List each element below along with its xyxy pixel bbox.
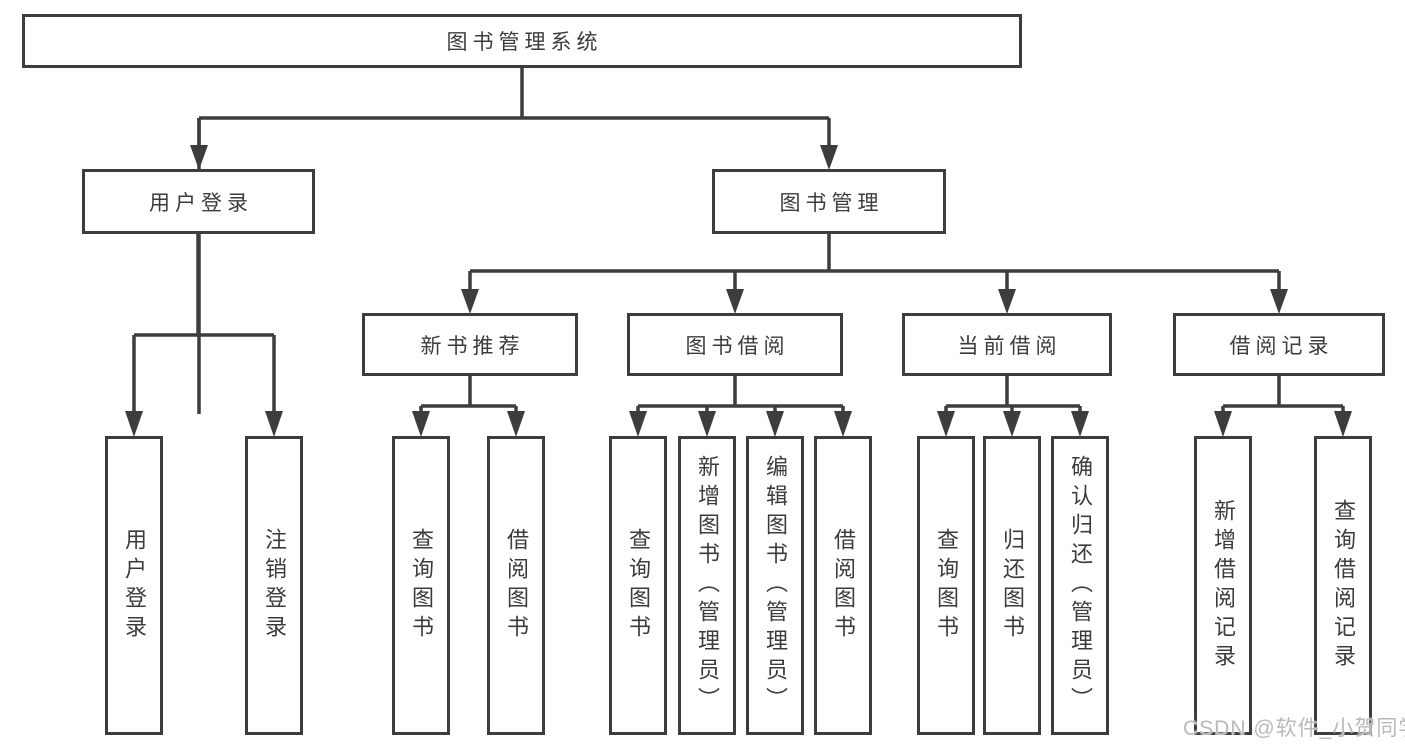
arrow-to-leaf-edit-book bbox=[766, 411, 784, 437]
node-label: 图书借阅 bbox=[685, 334, 790, 358]
arrow-to-book-management bbox=[820, 145, 838, 170]
node-label: 当前借阅 bbox=[957, 334, 1062, 358]
arrow-to-book-borrow bbox=[726, 289, 744, 314]
node-label: 借阅图书 bbox=[504, 527, 529, 644]
node-library-management-system: 图书管理系统 bbox=[22, 14, 1022, 68]
node-current-borrow: 当前借阅 bbox=[902, 313, 1112, 376]
node-label: 借阅记录 bbox=[1229, 334, 1334, 358]
arrow-to-leaf-borrow-2 bbox=[834, 411, 852, 437]
leaf-user-login: 用户登录 bbox=[105, 436, 163, 735]
node-label: 查询借阅记录 bbox=[1331, 498, 1356, 673]
arrow-to-leaf-borrow-1 bbox=[507, 411, 525, 437]
node-label: 新增图书（管理员） bbox=[695, 455, 720, 716]
node-label: 查询图书 bbox=[626, 527, 651, 644]
node-label: 用户登录 bbox=[149, 191, 253, 215]
leaf-edit-book-admin: 编辑图书（管理员） bbox=[746, 436, 804, 735]
leaf-logout-login: 注销登录 bbox=[245, 436, 303, 735]
arrow-to-leaf-add-book bbox=[698, 411, 716, 437]
node-label: 新书推荐 bbox=[420, 334, 525, 358]
connector-lines bbox=[132, 68, 1345, 414]
node-user-login: 用户登录 bbox=[82, 169, 315, 234]
arrow-to-current-borrow bbox=[998, 289, 1016, 314]
arrow-to-leaf-query-record bbox=[1334, 411, 1352, 437]
arrow-to-leaf-user-login bbox=[125, 411, 143, 437]
leaf-query-books-recommend: 查询图书 bbox=[392, 436, 450, 735]
leaf-query-borrow-record: 查询借阅记录 bbox=[1314, 436, 1372, 735]
leaf-return-book: 归还图书 bbox=[983, 436, 1041, 735]
arrow-to-leaf-query-1 bbox=[412, 411, 430, 437]
node-label: 注销登录 bbox=[262, 527, 287, 644]
node-label: 查询图书 bbox=[934, 527, 959, 644]
connector-arrowheads bbox=[125, 145, 1352, 437]
leaf-query-books-borrow: 查询图书 bbox=[609, 436, 667, 735]
leaf-borrow-books: 借阅图书 bbox=[814, 436, 872, 735]
node-label: 归还图书 bbox=[1000, 527, 1025, 644]
arrow-to-user-login bbox=[190, 145, 208, 170]
node-book-borrow: 图书借阅 bbox=[627, 313, 843, 376]
arrow-to-leaf-query-3 bbox=[937, 411, 955, 437]
node-label: 用户登录 bbox=[122, 527, 147, 644]
node-label: 图书管理系统 bbox=[446, 31, 603, 54]
arrow-to-borrow-records bbox=[1270, 289, 1288, 314]
leaf-confirm-return-admin: 确认归还（管理员） bbox=[1051, 436, 1109, 735]
connector-userlogin-to-leaves bbox=[132, 234, 276, 412]
leaf-borrow-books-recommend: 借阅图书 bbox=[487, 436, 545, 735]
connector-root-to-level2 bbox=[197, 68, 831, 414]
connector-records-to-leaves bbox=[1221, 376, 1345, 412]
node-label: 确认归还（管理员） bbox=[1068, 455, 1093, 716]
leaf-add-borrow-record: 新增借阅记录 bbox=[1194, 436, 1252, 735]
arrow-to-leaf-query-2 bbox=[629, 411, 647, 437]
arrow-to-new-book bbox=[461, 289, 479, 314]
csdn-watermark: CSDN @软件_小贺同学 bbox=[1183, 717, 1405, 740]
node-label: 图书管理 bbox=[779, 191, 884, 215]
connector-newbook-to-leaves bbox=[419, 376, 518, 412]
node-new-book-recommend: 新书推荐 bbox=[362, 313, 578, 376]
arrow-to-leaf-add-record bbox=[1214, 411, 1232, 437]
node-label: 新增借阅记录 bbox=[1211, 498, 1236, 673]
leaf-query-books-current: 查询图书 bbox=[917, 436, 975, 735]
arrow-to-leaf-return bbox=[1003, 411, 1021, 437]
leaf-add-book-admin: 新增图书（管理员） bbox=[678, 436, 736, 735]
connector-bookmgmt-to-level3 bbox=[468, 234, 1281, 291]
node-borrow-records: 借阅记录 bbox=[1173, 313, 1385, 376]
arrow-to-leaf-confirm-return bbox=[1071, 411, 1089, 437]
node-label: 编辑图书（管理员） bbox=[763, 455, 788, 716]
node-label: 借阅图书 bbox=[831, 527, 856, 644]
node-book-management: 图书管理 bbox=[712, 169, 946, 234]
connector-bookborrow-to-leaves bbox=[636, 376, 845, 412]
arrow-to-leaf-logout bbox=[265, 411, 283, 437]
connector-currentborrow-to-leaves bbox=[944, 376, 1082, 412]
node-label: 查询图书 bbox=[409, 527, 434, 644]
